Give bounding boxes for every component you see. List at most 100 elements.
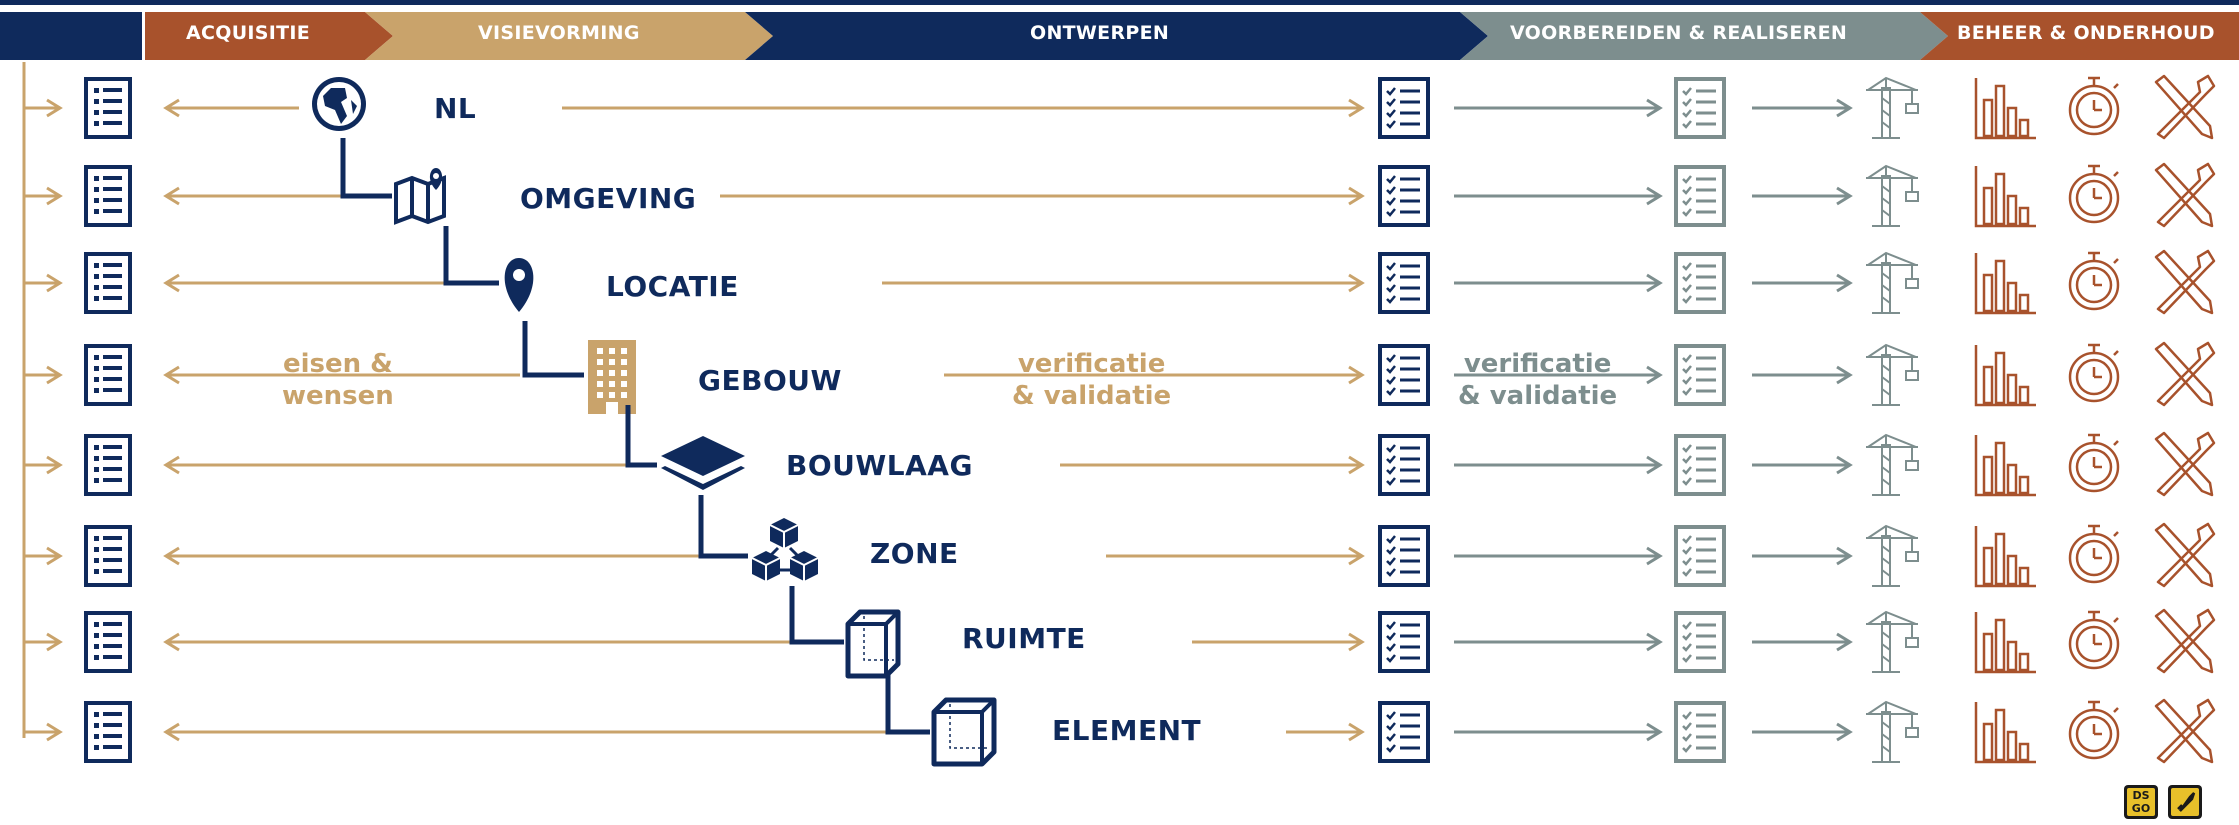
checklist-icon (1674, 344, 1726, 406)
bar-chart-icon (1974, 612, 2036, 674)
bar-chart-icon (1974, 702, 2036, 764)
design-verification-annotation: verificatie & validatie (1012, 348, 1171, 412)
cube-icon (845, 609, 901, 679)
crane-icon (1866, 610, 1919, 673)
checklist-icon (1674, 165, 1726, 227)
phase-1 (145, 12, 393, 60)
checklist-icon (1378, 165, 1430, 227)
level-label-gebouw: GEBOUW (698, 364, 842, 397)
level-label-omgeving: OMGEVING (520, 182, 697, 215)
hierarchy-connector (340, 138, 392, 199)
handover-arrow (1752, 455, 1853, 475)
globe-icon (312, 77, 366, 131)
tools-icon (2154, 522, 2216, 588)
requirements-arrow (163, 273, 491, 293)
requirements-arrow (163, 632, 836, 652)
requirements-arrow (163, 365, 520, 385)
bar-chart-icon (1974, 435, 2036, 497)
design-flow-arrow (1192, 632, 1365, 652)
stopwatch-icon (2068, 76, 2120, 136)
crane-icon (1866, 164, 1919, 227)
stopwatch-icon (2068, 700, 2120, 760)
hierarchy-connector (698, 495, 748, 559)
tools-icon (2154, 431, 2216, 497)
map-icon (394, 168, 446, 225)
building-icon (588, 340, 636, 414)
handover-arrow (1752, 98, 1853, 118)
design-flow-arrow (562, 98, 1365, 118)
spine-arrow (24, 273, 63, 293)
realisation-flow-arrow (1454, 455, 1663, 475)
list-icon (84, 252, 132, 314)
requirements-arrow (163, 98, 299, 118)
handover-arrow (1752, 365, 1853, 385)
spine-arrow (24, 546, 63, 566)
stopwatch-icon (2068, 164, 2120, 224)
handover-arrow (1752, 186, 1853, 206)
realisation-flow-arrow (1454, 632, 1663, 652)
checklist-icon (1378, 252, 1430, 314)
bar-chart-icon (1974, 526, 2036, 588)
phase-4 (1460, 12, 1948, 60)
row-3 (24, 226, 2216, 315)
handover-arrow (1752, 273, 1853, 293)
checklist-icon (1378, 77, 1430, 139)
design-flow-arrow (1286, 722, 1365, 742)
stopwatch-icon (2068, 251, 2120, 311)
phase-banner (0, 12, 2239, 60)
crane-icon (1866, 251, 1919, 314)
spine-arrow (24, 186, 63, 206)
row-8 (24, 672, 2216, 767)
row-7 (24, 586, 2216, 679)
rocket-logo (2168, 785, 2202, 819)
handover-arrow (1752, 546, 1853, 566)
checklist-icon (1378, 434, 1430, 496)
checklist-icon (1674, 77, 1726, 139)
bar-chart-icon (1974, 253, 2036, 315)
design-verification-line-1: verificatie (1017, 349, 1166, 379)
realisation-flow-arrow (1454, 273, 1663, 293)
tools-icon (2154, 341, 2216, 407)
stopwatch-icon (2068, 343, 2120, 403)
cube-icon (931, 697, 997, 767)
tools-icon (2154, 162, 2216, 228)
spine-arrow (24, 365, 63, 385)
row-6 (24, 495, 2216, 588)
bar-chart-icon (1974, 345, 2036, 407)
requirements-arrow (163, 455, 649, 475)
stopwatch-icon (2068, 524, 2120, 584)
row-1 (24, 74, 2216, 140)
banner-start-block (0, 12, 142, 60)
level-label-zone: ZONE (870, 537, 959, 570)
crane-icon (1866, 524, 1919, 587)
phase-label-visievorming: VISIEVORMING (478, 22, 640, 44)
requirements-line-2: wensen (282, 381, 394, 411)
checklist-icon (1674, 701, 1726, 763)
list-icon (84, 701, 132, 763)
list-icon (84, 344, 132, 406)
list-icon (84, 77, 132, 139)
realisation-verification-line-2: & validatie (1458, 381, 1618, 411)
realisation-flow-arrow (1454, 186, 1663, 206)
realisation-flow-arrow (1454, 722, 1663, 742)
realisation-verification-annotation: verificatie & validatie (1458, 348, 1617, 412)
design-flow-arrow (944, 365, 1365, 385)
hierarchy-connector (625, 405, 657, 468)
phase-5 (1920, 12, 2239, 60)
realisation-flow-arrow (1454, 365, 1663, 385)
row-2 (24, 138, 2216, 228)
checklist-icon (1378, 344, 1430, 406)
checklist-icon (1378, 525, 1430, 587)
tools-icon (2154, 608, 2216, 674)
design-flow-arrow (1060, 455, 1365, 475)
hierarchy-connector (789, 586, 844, 645)
row-4 (24, 321, 2216, 414)
phase-label-acquisitie: ACQUISITIE (186, 22, 311, 44)
stopwatch-icon (2068, 610, 2120, 670)
spine-arrow (24, 455, 63, 475)
level-label-ruimte: RUIMTE (962, 622, 1086, 655)
list-icon (84, 525, 132, 587)
phase-label-beheer-onderhoud: BEHEER & ONDERHOUD (1957, 22, 2215, 44)
tools-icon (2154, 249, 2216, 315)
